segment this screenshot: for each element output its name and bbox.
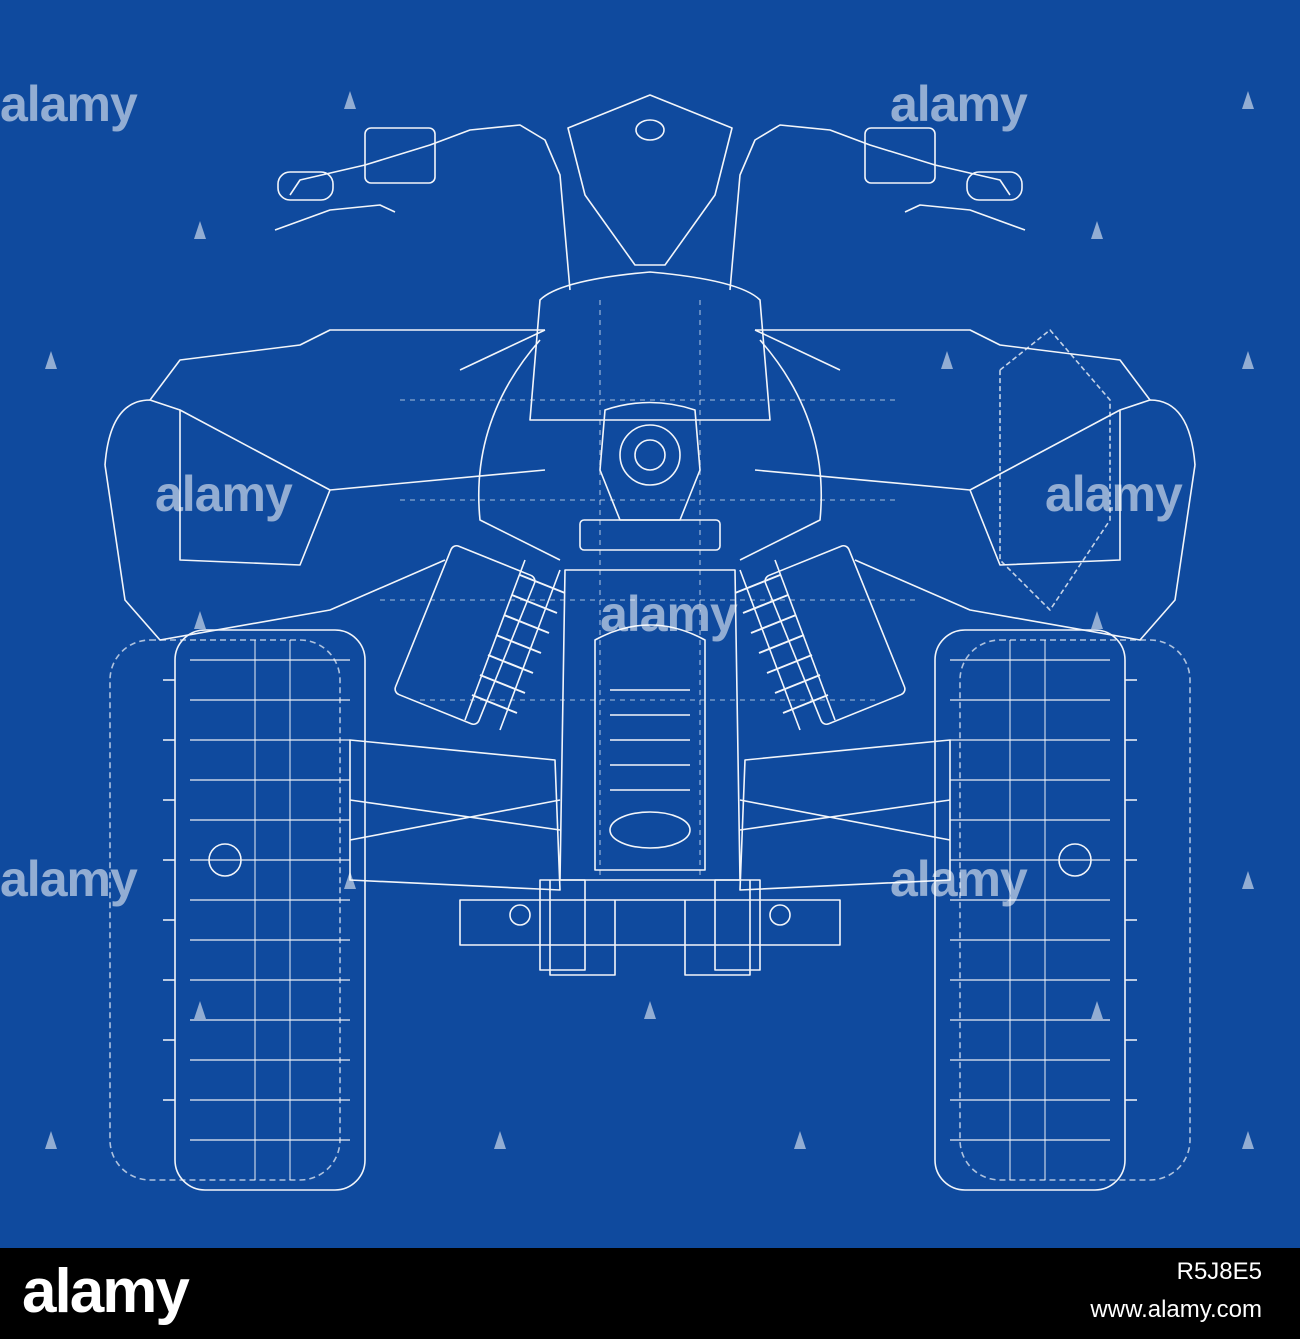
watermark-a-mark <box>941 351 953 369</box>
atv-wireframe <box>104 94 1196 1191</box>
handlebar-right <box>729 124 1011 291</box>
watermark-a-mark <box>1091 221 1103 239</box>
watermark-a-mark <box>45 1131 57 1149</box>
watermark-a-mark <box>1091 611 1103 629</box>
brake-lever-left <box>274 204 396 231</box>
wheel-left <box>109 629 366 1191</box>
watermark-text: alamy <box>0 76 138 132</box>
grip-left <box>277 171 334 201</box>
watermark-a-mark <box>45 351 57 369</box>
shock-left <box>464 559 561 731</box>
seat <box>529 271 771 421</box>
grip-right <box>966 171 1023 201</box>
wheel-right <box>934 629 1191 1191</box>
watermark-a-mark <box>1091 1001 1103 1019</box>
watermark-a-mark <box>1242 871 1254 889</box>
watermark-text: alamy <box>600 586 738 642</box>
watermark-a-mark <box>194 611 206 629</box>
watermark-a-mark <box>1242 1131 1254 1149</box>
handlebar-left <box>289 124 571 291</box>
image-id: R5J8E5 <box>1176 1258 1262 1285</box>
control-left <box>364 127 436 184</box>
watermark-a-mark <box>344 871 356 889</box>
watermark-a-mark <box>644 1001 656 1019</box>
watermark-text: alamy <box>155 466 293 522</box>
watermark-text: alamy <box>890 851 1028 907</box>
watermark-a-mark <box>794 1131 806 1149</box>
fender-left <box>104 399 546 566</box>
watermark-a-mark <box>344 91 356 109</box>
watermark-text: alamy <box>890 76 1028 132</box>
watermark-a-mark <box>1242 351 1254 369</box>
shock-right <box>739 559 836 731</box>
alamy-logo: alamy <box>22 1257 190 1326</box>
a-arm-left <box>349 739 561 891</box>
watermark-a-mark <box>194 221 206 239</box>
watermark-a-mark <box>194 1001 206 1019</box>
a-arm-right <box>739 739 951 891</box>
brake-lever-right <box>904 204 1026 231</box>
watermark-a-mark <box>1242 91 1254 109</box>
fender-right <box>754 399 1196 566</box>
footer-bar: alamy R5J8E5 www.alamy.com <box>0 1248 1300 1339</box>
rear-bumper <box>594 624 706 871</box>
control-right <box>864 127 936 184</box>
watermark-text: alamy <box>0 851 138 907</box>
headlight-pod <box>567 94 733 266</box>
atv-blueprint-drawing: alamy alamy alamy alamy alamy alamy alam… <box>0 76 1254 1191</box>
watermark-a-mark <box>494 1131 506 1149</box>
watermark-text: alamy <box>1045 466 1183 522</box>
site-url: www.alamy.com <box>1090 1296 1262 1323</box>
